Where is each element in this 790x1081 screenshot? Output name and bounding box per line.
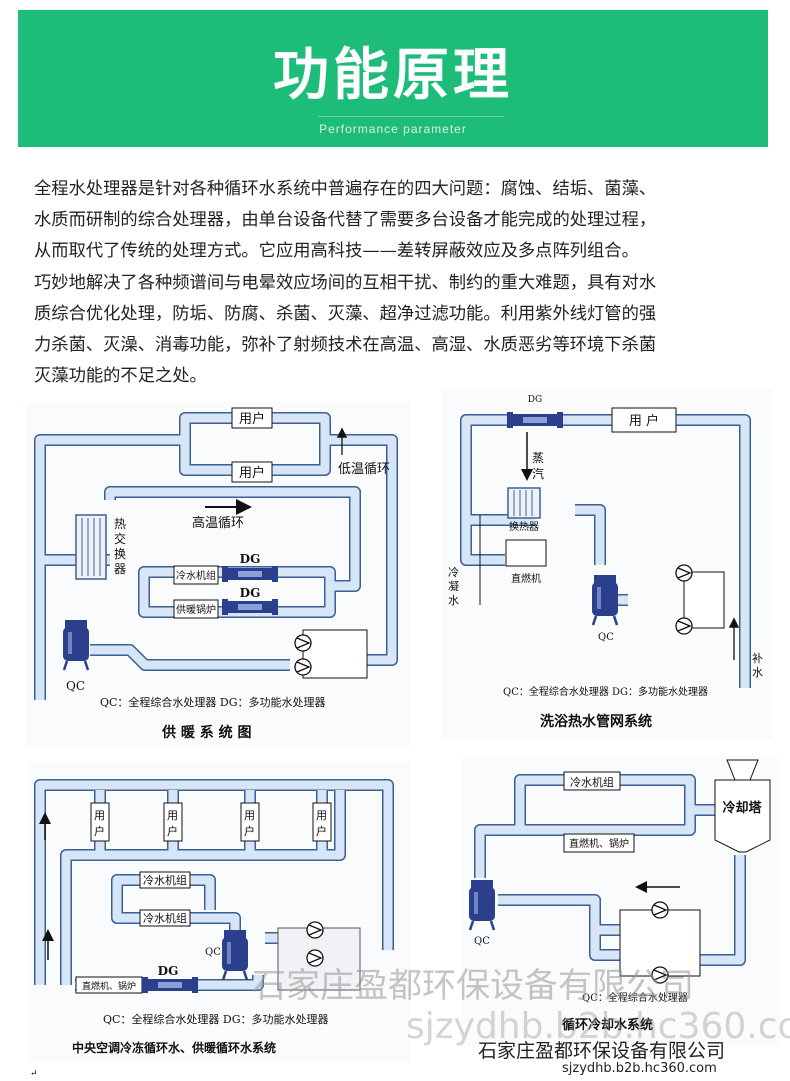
- bath-hot-water-diagram: DG 用 户 蒸汽 换热器 直燃机 冷凝水 QC 补水 QC：全程综合水处理器 …: [442, 389, 772, 739]
- diagram-caption: 洗浴热水管网系统: [540, 713, 652, 730]
- watermark-site: sjzydhb.b2b.hc360.com: [406, 1006, 790, 1047]
- steam-label: 蒸汽: [532, 451, 544, 481]
- dg-label: DG: [240, 586, 261, 600]
- condensate-label: 冷凝水: [448, 566, 459, 607]
- header-banner: 功能原理 Performance parameter: [18, 10, 768, 147]
- page-title: 功能原理: [273, 43, 513, 108]
- page-subtitle: Performance parameter: [319, 122, 467, 136]
- chiller-label: 冷水机组: [143, 911, 187, 925]
- diagram-caption: 供 暖 系 统 图: [161, 724, 252, 741]
- heat-exchanger-label: 换热器: [509, 520, 539, 533]
- qc-label: QC: [598, 632, 614, 643]
- user-label: 用户: [316, 809, 327, 838]
- low-temp-loop-label: 低温循环: [338, 462, 390, 477]
- footer-site: sjzydhb.b2b.hc360.com: [562, 1061, 717, 1076]
- legend-text: QC：全程综合水处理器 DG：多功能水处理器: [100, 695, 326, 709]
- heat-exchanger-label: 热交换器: [114, 517, 126, 576]
- intro-line: 从而取代了传统的处理方式。它应用高科技——差转屏蔽效应及多点阵列组合。: [34, 241, 639, 262]
- qc-label: QC: [205, 947, 221, 958]
- footer-company: 石家庄盈都环保设备有限公司: [478, 1040, 726, 1062]
- user-label: 用户: [94, 809, 105, 838]
- user-label: 用户: [244, 809, 255, 838]
- title-divider: [318, 116, 504, 117]
- direct-boiler-label: 直燃机、锅炉: [82, 980, 136, 992]
- chiller-label: 冷水机组: [176, 569, 216, 582]
- cooling-tower-label: 冷却塔: [722, 800, 762, 816]
- legend-text: QC：全程综合水处理器 DG：多功能水处理器: [503, 685, 708, 698]
- user-label: 用户: [239, 465, 265, 481]
- central-ac-diagram: 用户 用户 用户 用户 冷水机组 冷水机组 QC 直燃机、锅炉 DG QC：全程…: [28, 762, 410, 1079]
- intro-line: 巧妙地解决了各种频谱间与电晕效应场间的互相干扰、制约的重大难题，具有对水: [34, 272, 657, 293]
- dg-label: DG: [528, 395, 542, 405]
- diagram-caption: 中央空调冷冻循环水、供暖循环水系统: [72, 1040, 276, 1055]
- user-label: 用 户: [629, 413, 659, 429]
- intro-line: 力杀菌、灭澡、消毒功能，弥补了射频技术在高温、高湿、水质恶劣等环境下杀菌: [34, 335, 657, 356]
- direct-boiler-label: 直燃机、锅炉: [569, 837, 629, 850]
- intro-line: 全程水处理器是针对各种循环水系统中普遍存在的四大问题：腐蚀、结垢、菌藻、: [34, 179, 657, 199]
- legend-text: QC：全程综合水处理器 DG：多功能水处理器: [103, 1012, 329, 1026]
- qc-label: QC: [474, 936, 490, 947]
- cooling-water-diagram: 冷水机组 直燃机、锅炉 冷却塔 QC QC：全程综合水处理器 循环冷却水系统: [462, 756, 780, 1046]
- boiler-label: 供暖锅炉: [176, 603, 216, 616]
- user-label: 用户: [167, 809, 178, 838]
- makeup-water-label: 补水: [752, 652, 763, 679]
- qc-label: QC: [66, 679, 85, 693]
- legend-text: QC：全程综合水处理器: [582, 991, 688, 1004]
- chiller-label: 冷水机组: [570, 775, 614, 789]
- high-temp-loop-label: 高温循环: [192, 515, 244, 531]
- user-label: 用户: [239, 411, 265, 427]
- intro-text: 全程水处理器是针对各种循环水系统中普遍存在的四大问题：腐蚀、结垢、菌藻、 水质而…: [34, 174, 764, 392]
- dg-label: DG: [158, 964, 179, 978]
- return-mark: ↵: [30, 1069, 38, 1079]
- intro-line: 水质而研制的综合处理器，由单台设备代替了需要多台设备才能完成的处理过程，: [34, 210, 657, 231]
- chiller-label: 冷水机组: [143, 873, 187, 887]
- direct-fired-label: 直燃机: [511, 572, 541, 585]
- watermark-company: 石家庄盈都环保设备有限公司: [252, 966, 694, 1006]
- intro-line: 质综合优化处理，防垢、防腐、杀菌、灭藻、超净过滤功能。利用紫外线灯管的强: [34, 303, 657, 324]
- dg-label: DG: [240, 552, 261, 566]
- heating-system-diagram: 用户 用户 低温循环 高温循环 热交换器 冷水机组 供暖锅炉 DG DG QC …: [26, 402, 410, 746]
- intro-line: 灭藻功能的不足之处。: [34, 366, 207, 387]
- diagram-caption: 循环冷却水系统: [562, 1017, 653, 1033]
